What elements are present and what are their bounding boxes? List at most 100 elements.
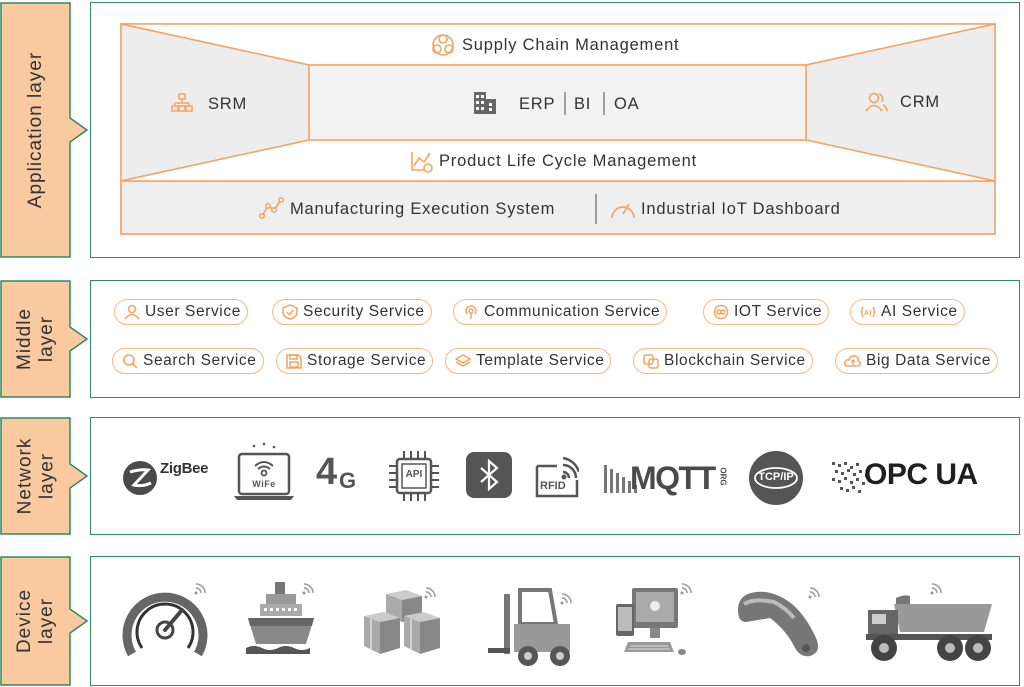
pill-label: Big Data Service: [866, 352, 992, 369]
network-layer-tab: Network layer: [0, 417, 88, 535]
opcua-logo: OPC UA: [830, 458, 1002, 498]
network-layer-label: Network layer: [14, 437, 57, 515]
supply-chain-icon: [432, 34, 454, 56]
barcode-scanner-device: [734, 582, 830, 662]
dump-truck-icon: [866, 583, 992, 661]
pill-label: Template Service: [476, 352, 605, 369]
bi-label: BI: [574, 95, 592, 113]
middle-panel: [90, 280, 1020, 398]
lifecycle-chart-icon: [411, 152, 433, 173]
mes-label: Manufacturing Execution System: [290, 200, 556, 218]
forklift-icon: [488, 588, 572, 666]
opcua-pattern-icon: [832, 462, 871, 493]
zigbee-logo: ZigBee: [122, 458, 212, 498]
tab-arrow-shape: [0, 556, 88, 686]
erp-label: ERP: [519, 95, 556, 113]
pill-label: Storage Service: [307, 352, 427, 369]
building-icon: [474, 92, 496, 114]
tab-arrow-shape: [0, 280, 88, 398]
pill-label: Communication Service: [484, 303, 661, 320]
pill-label: AI Service: [881, 303, 958, 320]
rfid-text: RFID: [540, 480, 566, 492]
mqtt-org-text: ORG: [718, 467, 728, 486]
tcpip-icon: [749, 451, 803, 505]
pill-label: Security Service: [303, 303, 425, 320]
api-chip-logo: API: [389, 451, 439, 501]
oa-label: OA: [614, 95, 640, 113]
scanner-icon: [738, 587, 820, 657]
wifi-logo: WiFe: [234, 442, 294, 504]
save-icon: [286, 354, 302, 369]
security-service-pill: Security Service: [272, 299, 432, 325]
rfid-icon: [535, 456, 581, 498]
tab-arrow-shape: [0, 417, 88, 535]
4g-number: 4: [316, 451, 338, 493]
antenna-icon: [465, 305, 477, 319]
application-layer-tab: Application layer: [0, 2, 88, 258]
computer-device: [614, 582, 698, 662]
org-chart-icon: [171, 93, 193, 112]
computer-icon: [616, 583, 692, 655]
bluetooth-logo: [466, 452, 512, 498]
users-icon: [865, 92, 888, 112]
packages-icon: [364, 587, 440, 654]
iot-service-pill: IOT Service: [703, 299, 830, 325]
zigbee-icon: [123, 461, 157, 495]
pill-label: Blockchain Service: [664, 352, 806, 369]
cloud-icon: [844, 355, 861, 367]
iot-icon: [713, 304, 729, 320]
mqtt-signal-icon: [604, 465, 637, 493]
pill-label: User Service: [145, 303, 241, 320]
process-line-icon: [258, 197, 284, 220]
device-layer-label: Device layer: [13, 588, 57, 654]
wifi-laptop-icon: [234, 442, 294, 500]
ship-device: [246, 582, 316, 656]
tcpip-logo: TCP/IP: [748, 450, 804, 506]
communication-service-pill: Communication Service: [453, 299, 668, 325]
plm-label: Product Life Cycle Management: [439, 152, 697, 170]
user-service-pill: User Service: [114, 299, 248, 325]
opcua-text: OPC UA: [864, 458, 978, 491]
pill-label: IOT Service: [734, 303, 823, 320]
packages-device: [362, 586, 446, 658]
svg-text:AI: AI: [864, 310, 872, 317]
pill-label: Search Service: [143, 352, 257, 369]
template-service-pill: Template Service: [445, 348, 612, 374]
tcpip-text: TCP/IP: [758, 471, 794, 483]
pressure-gauge-device: [120, 582, 208, 662]
srm-label: SRM: [208, 95, 248, 113]
storage-service-pill: Storage Service: [276, 348, 434, 374]
mqtt-logo: MQTT ORG: [604, 458, 728, 498]
search-icon: [123, 354, 138, 369]
middle-layer-label: Middle layer: [13, 308, 57, 370]
supply-chain-label: Supply Chain Management: [462, 36, 680, 54]
wifi-text: WiFe: [252, 479, 276, 489]
4g-logo: 4 G: [316, 451, 364, 499]
4g-letter: G: [339, 468, 357, 493]
application-diagram: [120, 23, 996, 235]
crm-label: CRM: [900, 93, 940, 111]
tab-arrow-shape: [0, 2, 88, 258]
layers-icon: [454, 354, 472, 367]
user-icon: [124, 304, 140, 320]
iot-dashboard-label: Industrial IoT Dashboard: [641, 200, 841, 218]
ai-icon: AI: [860, 306, 876, 318]
ai-service-pill: AI AI Service: [850, 299, 965, 325]
mqtt-text: MQTT: [630, 460, 716, 496]
big-data-service-pill: Big Data Service: [835, 348, 999, 374]
ship-icon: [246, 582, 314, 654]
shield-icon: [282, 304, 298, 320]
search-service-pill: Search Service: [112, 348, 264, 374]
gauge-icon: [611, 203, 635, 219]
blockchain-icon: [643, 354, 659, 369]
forklift-device: [484, 584, 578, 668]
bluetooth-icon: [466, 452, 512, 498]
dump-truck-device: [864, 582, 1000, 664]
gauge-device-icon: [122, 583, 208, 657]
middle-layer-tab: Middle layer: [0, 280, 88, 398]
blockchain-service-pill: Blockchain Service: [633, 348, 813, 374]
rfid-logo: RFID: [535, 456, 581, 498]
zigbee-text: ZigBee: [160, 460, 209, 477]
device-layer-tab: Device layer: [0, 556, 88, 686]
api-text: API: [405, 469, 423, 480]
